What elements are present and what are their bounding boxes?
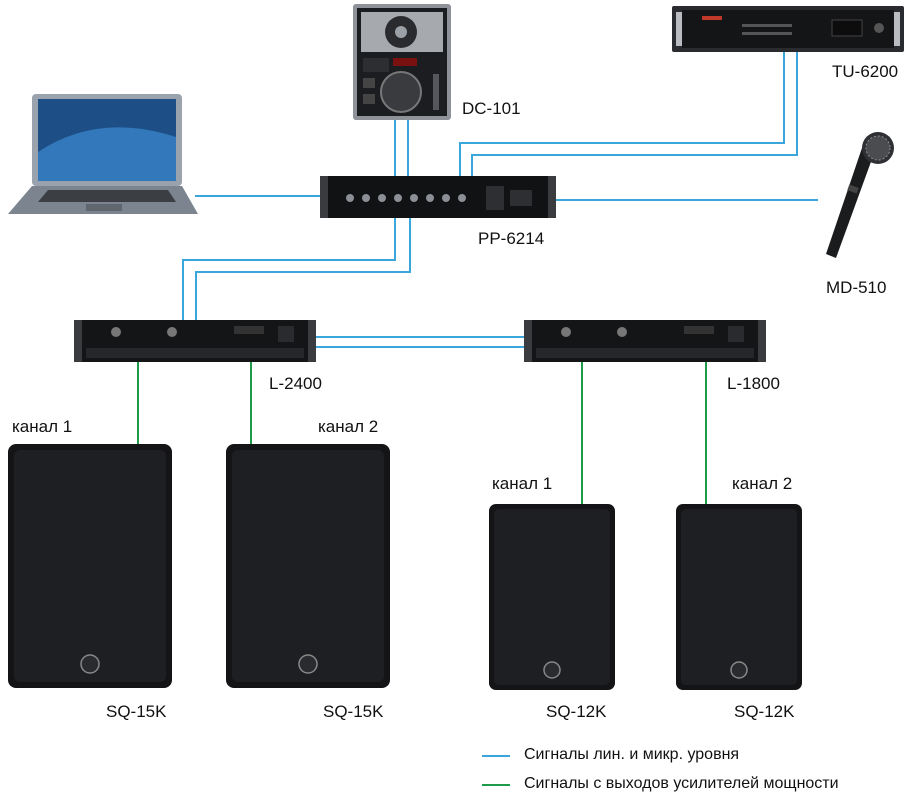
label-tu-6200: TU-6200 (832, 62, 899, 81)
speaker-icon (676, 504, 802, 690)
mixer-amplifier-icon (320, 176, 556, 218)
line-level-wires (182, 52, 818, 348)
channel-label-left-1: канал 1 (12, 417, 73, 436)
label-pp-6214: PP-6214 (478, 229, 545, 248)
speaker-model-left-1: SQ-15K (106, 702, 167, 721)
laptop-icon (8, 94, 198, 214)
label-l-1800: L-1800 (727, 374, 780, 393)
legend-swatch-amp-output (482, 784, 510, 786)
channel-label-left-2: канал 2 (318, 417, 379, 436)
power-amplifier-icon (74, 320, 316, 362)
channel-label-right-1: канал 1 (492, 474, 553, 493)
speaker-model-right-2: SQ-12K (734, 702, 795, 721)
cd-player-icon (353, 4, 451, 120)
speaker-model-right-1: SQ-12K (546, 702, 607, 721)
speaker-icon (8, 444, 172, 688)
microphone-icon (826, 132, 894, 258)
legend-swatch-line-level (482, 755, 510, 757)
label-dc-101: DC-101 (462, 99, 521, 118)
speaker-model-left-2: SQ-15K (323, 702, 384, 721)
channel-label-right-2: канал 2 (732, 474, 793, 493)
speaker-icon (226, 444, 390, 688)
speaker-icon (489, 504, 615, 690)
tuner-icon (672, 6, 904, 52)
label-md-510: MD-510 (826, 278, 887, 297)
legend-label-amp-output: Сигналы с выходов усилителей мощности (524, 775, 839, 792)
label-l-2400: L-2400 (269, 374, 322, 393)
power-amplifier-icon (524, 320, 766, 362)
legend-label-line-level: Сигналы лин. и микр. уровня (524, 746, 740, 763)
amp-output-wires (137, 362, 707, 504)
